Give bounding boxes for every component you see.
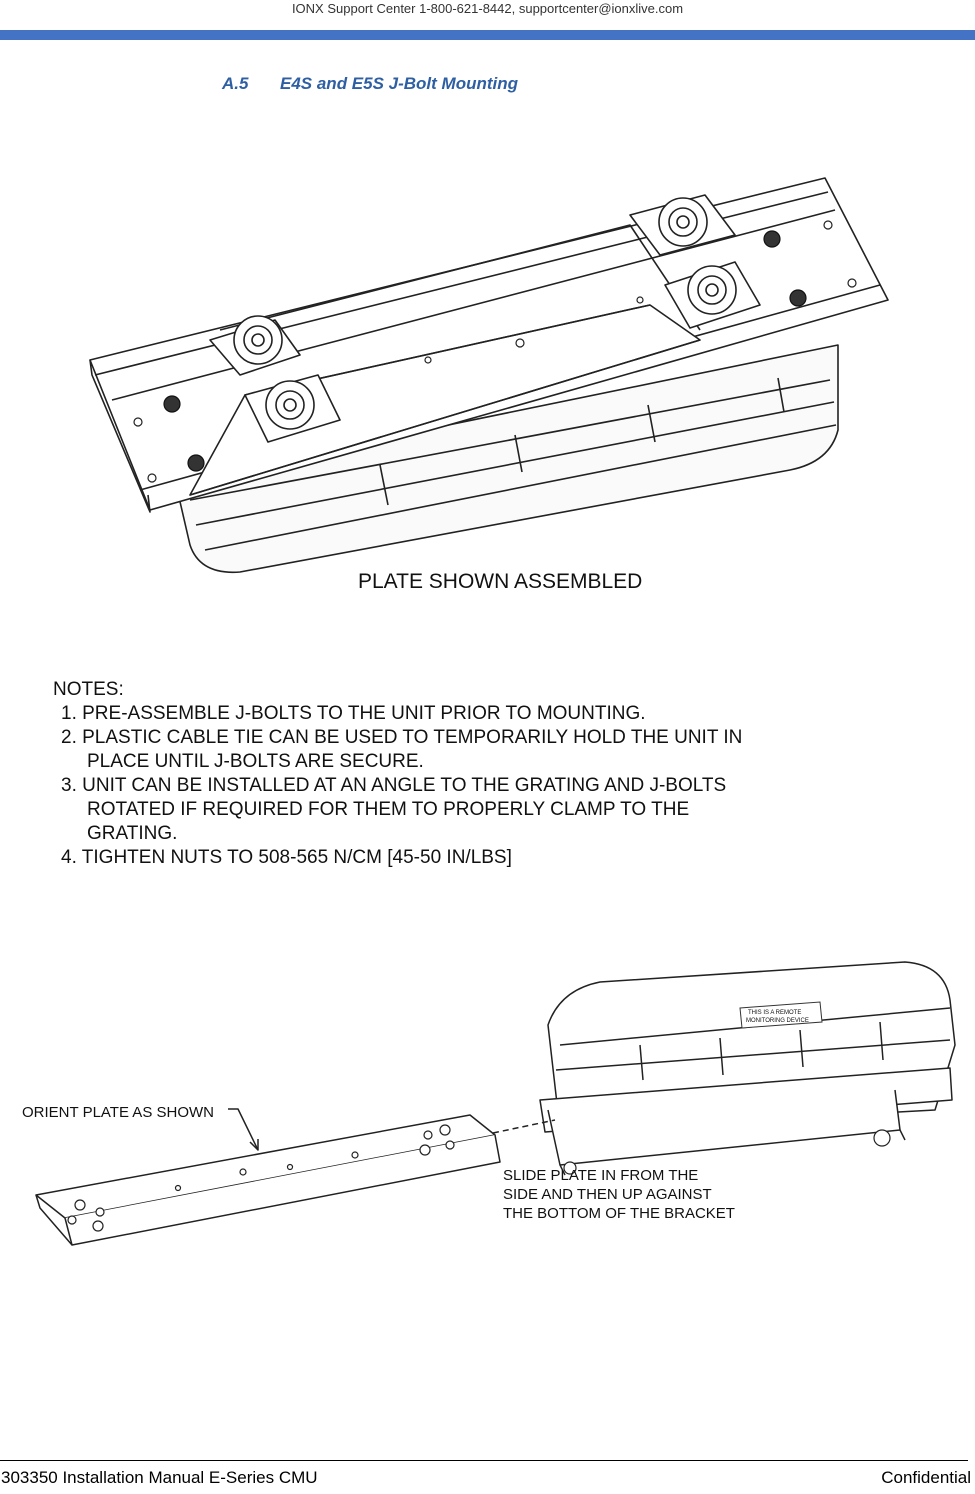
figure1-caption: PLATE SHOWN ASSEMBLED: [358, 570, 642, 593]
note-item-continued: GRATING.: [87, 823, 178, 844]
section-heading: A.5 E4S and E5S J-Bolt Mounting: [222, 74, 518, 94]
note-item: 3. UNIT CAN BE INSTALLED AT AN ANGLE TO …: [61, 775, 727, 796]
slide-label-line: SLIDE PLATE IN FROM THE: [503, 1167, 698, 1184]
footer-confidential: Confidential: [881, 1468, 971, 1487]
plate-assembled-drawing: PLATE SHOWN ASSEMBLED: [89, 177, 889, 593]
support-contact-line: IONX Support Center 1-800-621-8442, supp…: [291, 1, 684, 16]
slide-label-line: SIDE AND THEN UP AGAINST: [503, 1186, 712, 1203]
unit-label-line: MONITORING DEVICE: [746, 1018, 809, 1024]
footer-doc-title: 303350 Installation Manual E-Series CMU: [1, 1468, 318, 1487]
orient-label: ORIENT PLATE AS SHOWN: [22, 1104, 214, 1121]
section-title: E4S and E5S J-Bolt Mounting: [280, 74, 519, 93]
notes-block: NOTES: 1. PRE-ASSEMBLE J-BOLTS TO THE UN…: [53, 678, 742, 870]
note-item: 1. PRE-ASSEMBLE J-BOLTS TO THE UNIT PRIO…: [61, 703, 646, 724]
note-item-continued: ROTATED IF REQUIRED FOR THEM TO PROPERLY…: [87, 799, 690, 820]
slide-label-line: THE BOTTOM OF THE BRACKET: [503, 1205, 735, 1222]
header-bar: [0, 30, 975, 40]
plate-orientation-drawing: THIS IS A REMOTE MONITORING DEVICE ORIEN…: [22, 961, 956, 1246]
section-number: A.5: [222, 74, 249, 93]
footer: 303350 Installation Manual E-Series CMU …: [0, 1466, 975, 1489]
notes-title: NOTES:: [53, 679, 124, 700]
footer-row: 303350 Installation Manual E-Series CMU …: [0, 1466, 975, 1489]
unit-label-line: THIS IS A REMOTE: [748, 1010, 801, 1016]
note-item: 2. PLASTIC CABLE TIE CAN BE USED TO TEMP…: [61, 727, 743, 748]
note-item-continued: PLACE UNTIL J-BOLTS ARE SECURE.: [87, 751, 424, 772]
unit-label-plate: THIS IS A REMOTE MONITORING DEVICE: [739, 1001, 823, 1029]
note-item: 4. TIGHTEN NUTS TO 508-565 N/CM [45-50 I…: [61, 847, 512, 868]
footer-rule: [0, 1460, 968, 1461]
